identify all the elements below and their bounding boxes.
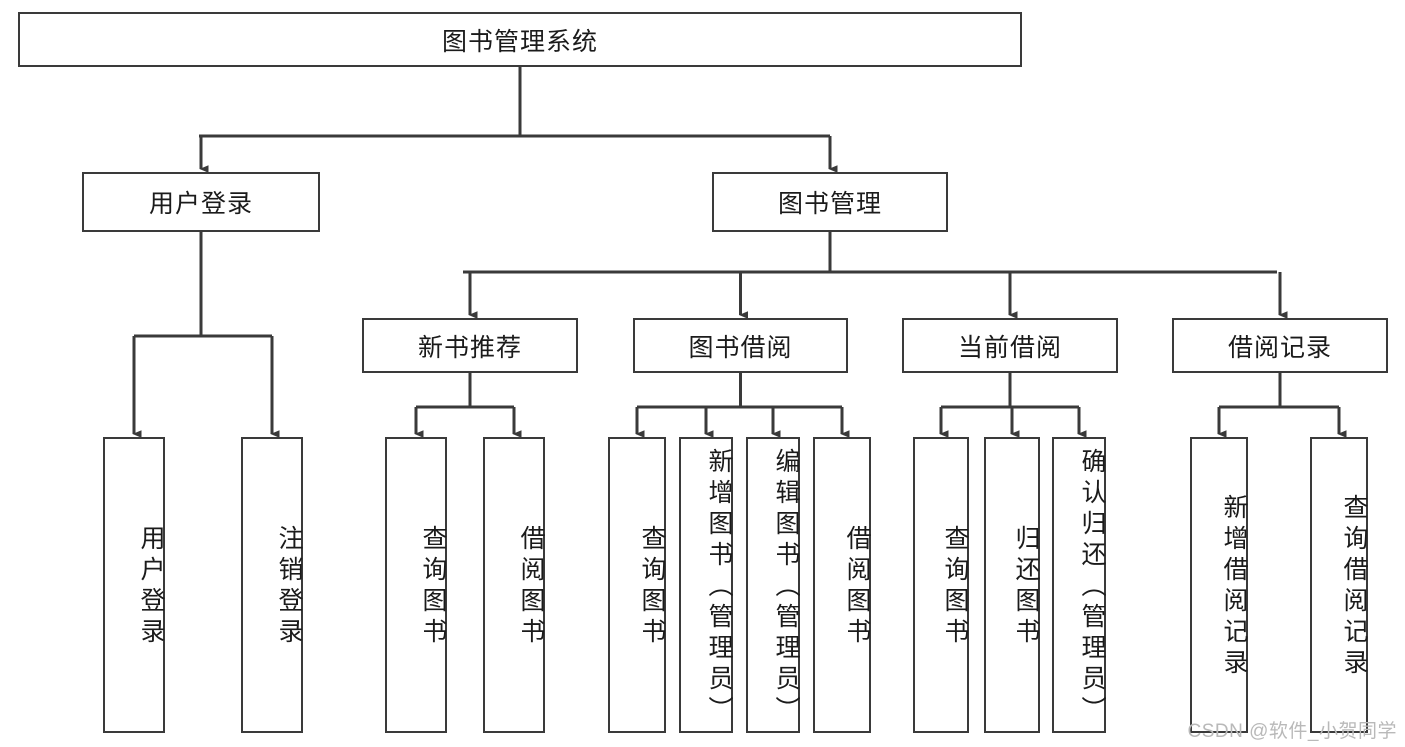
node-l_c_return[interactable]: 归还图书	[984, 437, 1040, 733]
node-label: 确认归还（管理员）	[1078, 447, 1106, 727]
node-label: 注销登录	[275, 525, 303, 649]
node-label: 新增借阅记录	[1220, 494, 1248, 680]
node-label: 图书管理	[777, 190, 882, 218]
node-current[interactable]: 当前借阅	[902, 318, 1118, 373]
node-newbook[interactable]: 新书推荐	[362, 318, 578, 373]
node-login[interactable]: 用户登录	[82, 172, 320, 232]
node-l_nb_borrow[interactable]: 借阅图书	[483, 437, 545, 733]
node-l_r_query[interactable]: 查询借阅记录	[1310, 437, 1368, 733]
watermark-credit: CSDN @软件_小贺同学	[1187, 721, 1397, 742]
node-label: 查询借阅记录	[1340, 494, 1368, 680]
node-label: 图书管理系统	[441, 27, 598, 56]
node-l_b_add[interactable]: 新增图书（管理员）	[679, 437, 733, 733]
node-l_c_query[interactable]: 查询图书	[913, 437, 969, 733]
node-label: 借阅记录	[1227, 333, 1332, 362]
node-label: 借阅图书	[517, 525, 545, 649]
node-l_b_query[interactable]: 查询图书	[608, 437, 666, 733]
node-label: 用户登录	[137, 525, 165, 649]
node-label: 归还图书	[1012, 525, 1040, 649]
node-records[interactable]: 借阅记录	[1172, 318, 1388, 373]
node-root[interactable]: 图书管理系统	[18, 12, 1022, 67]
node-label: 借阅图书	[843, 525, 871, 649]
node-label: 新书推荐	[417, 333, 522, 362]
node-l_c_confirm[interactable]: 确认归还（管理员）	[1052, 437, 1106, 733]
node-bookmgmt[interactable]: 图书管理	[712, 172, 948, 232]
node-label: 编辑图书（管理员）	[772, 447, 800, 727]
node-l_userlogin[interactable]: 用户登录	[103, 437, 165, 733]
node-label: 查询图书	[419, 525, 447, 649]
node-label: 查询图书	[941, 525, 969, 649]
node-label: 图书借阅	[688, 333, 793, 362]
node-l_b_edit[interactable]: 编辑图书（管理员）	[746, 437, 800, 733]
node-label: 新增图书（管理员）	[705, 447, 733, 727]
node-l_b_borrow[interactable]: 借阅图书	[813, 437, 871, 733]
node-l_logout[interactable]: 注销登录	[241, 437, 303, 733]
node-l_nb_query[interactable]: 查询图书	[385, 437, 447, 733]
node-label: 查询图书	[638, 525, 666, 649]
node-label: 用户登录	[148, 190, 253, 218]
node-borrow[interactable]: 图书借阅	[633, 318, 848, 373]
node-l_r_add[interactable]: 新增借阅记录	[1190, 437, 1248, 733]
node-label: 当前借阅	[957, 333, 1062, 362]
